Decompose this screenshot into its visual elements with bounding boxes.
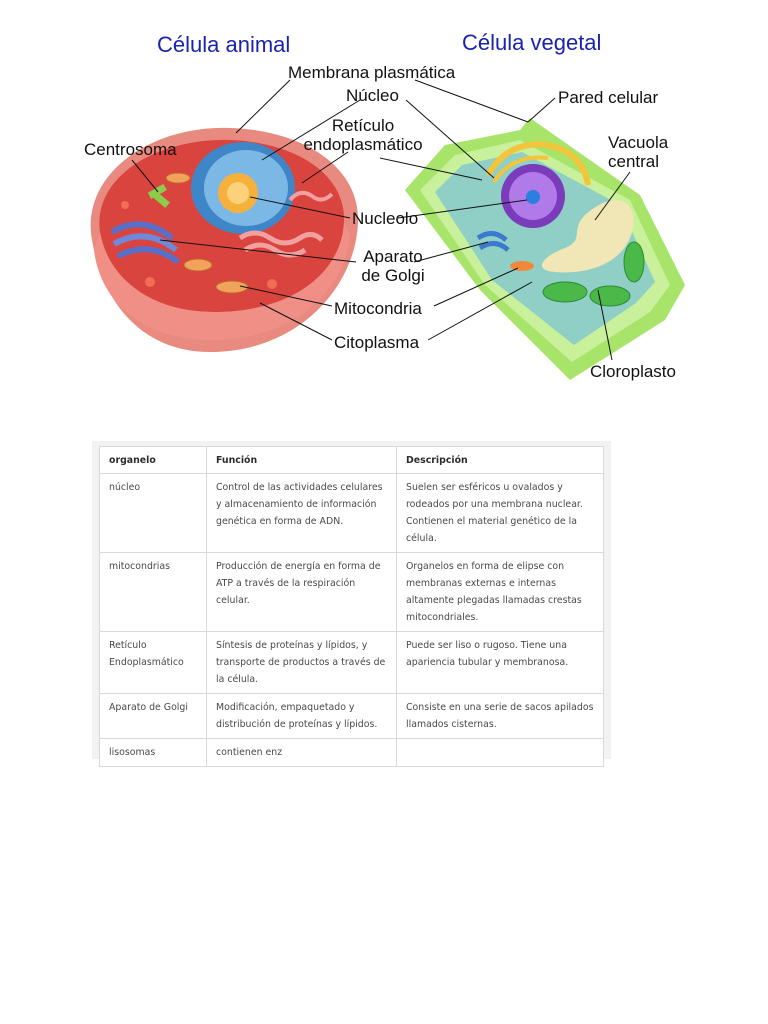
cell-funcion: contienen enz bbox=[206, 738, 397, 767]
label-pared-celular: Pared celular bbox=[558, 88, 659, 107]
label-vacuola-line1: Vacuola bbox=[608, 133, 669, 152]
table-header-row: organelo Función Descripción bbox=[99, 446, 604, 474]
cell-organelo: lisosomas bbox=[99, 738, 207, 767]
cell-organelo: mitocondrias bbox=[99, 552, 207, 632]
label-mitocondria: Mitocondria bbox=[334, 299, 422, 318]
header-funcion: Función bbox=[206, 446, 397, 474]
organelle-table: organelo Función Descripción núcleo Cont… bbox=[99, 446, 604, 767]
animal-cell bbox=[90, 127, 359, 353]
label-nucleolo: Nucleolo bbox=[352, 209, 419, 228]
header-descripcion: Descripción bbox=[396, 446, 604, 474]
cell-descripcion: Suelen ser esféricos u ovalados y rodead… bbox=[396, 473, 604, 553]
cell-funcion: Control de las actividades celulares y a… bbox=[206, 473, 397, 553]
title-plant-cell: Célula vegetal bbox=[462, 30, 602, 55]
table-row: mitocondrias Producción de energía en fo… bbox=[99, 552, 604, 632]
cell-descripcion: Organelos en forma de elipse con membran… bbox=[396, 552, 604, 632]
plant-cell bbox=[405, 118, 685, 380]
leader-lines bbox=[131, 79, 631, 361]
label-nucleo: Núcleo bbox=[346, 86, 399, 105]
cell-illustrations bbox=[90, 79, 685, 380]
organelle-table-container: organelo Función Descripción núcleo Cont… bbox=[92, 441, 611, 767]
table-row: lisosomas contienen enz bbox=[99, 738, 604, 767]
label-membrana: Membrana plasmática bbox=[288, 63, 456, 82]
label-centrosoma: Centrosoma bbox=[84, 140, 177, 159]
label-aparato-golgi: Aparato de Golgi bbox=[352, 247, 434, 285]
cell-descripcion: Puede ser liso o rugoso. Tiene una apari… bbox=[396, 631, 604, 694]
label-reticulo: Retículo endoplasmático bbox=[303, 116, 423, 154]
cell-organelo: Retículo Endoplasmático bbox=[99, 631, 207, 694]
label-reticulo-line1: Retículo bbox=[331, 116, 395, 135]
label-vacuola-central: Vacuola central bbox=[608, 133, 668, 171]
cell-funcion: Producción de energía en forma de ATP a … bbox=[206, 552, 397, 632]
label-aparato-line1: Aparato bbox=[363, 247, 423, 266]
label-citoplasma: Citoplasma bbox=[334, 333, 420, 352]
cell-descripcion: Consiste en una serie de sacos apilados … bbox=[396, 693, 604, 739]
table-row: núcleo Control de las actividades celula… bbox=[99, 473, 604, 553]
cell-funcion: Síntesis de proteínas y lípidos, y trans… bbox=[206, 631, 397, 694]
cell-diagram: Célula animal Célula vegetal Membrana pl… bbox=[0, 0, 768, 400]
title-animal-cell: Célula animal bbox=[157, 32, 291, 57]
cell-descripcion bbox=[396, 738, 604, 767]
header-organelo: organelo bbox=[99, 446, 207, 474]
table-row: Retículo Endoplasmático Síntesis de prot… bbox=[99, 631, 604, 694]
label-vacuola-line2: central bbox=[608, 152, 660, 171]
cell-organelo: Aparato de Golgi bbox=[99, 693, 207, 739]
label-aparato-line2: de Golgi bbox=[361, 266, 425, 285]
cell-funcion: Modificación, empaquetado y distribución… bbox=[206, 693, 397, 739]
table-row: Aparato de Golgi Modificación, empaqueta… bbox=[99, 693, 604, 739]
label-reticulo-line2: endoplasmático bbox=[303, 135, 423, 154]
label-cloroplasto: Cloroplasto bbox=[590, 362, 676, 381]
cell-organelo: núcleo bbox=[99, 473, 207, 553]
